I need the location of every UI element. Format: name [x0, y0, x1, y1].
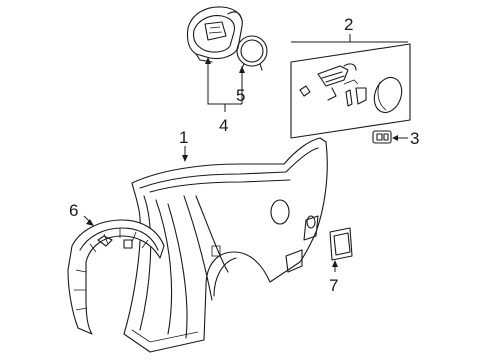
callout-1-leader — [182, 146, 188, 162]
fuel-door-lid-icon — [373, 76, 403, 114]
callout-7-label: 7 — [329, 276, 338, 295]
nameplate-icon — [329, 227, 353, 261]
fuel-door-hinge-icon — [299, 63, 367, 107]
callout-6-leader — [83, 215, 94, 226]
fuel-door-box — [290, 34, 411, 139]
callout-4-label: 4 — [219, 116, 228, 135]
callout-3-leader — [392, 135, 408, 141]
filler-housing-icon — [186, 6, 243, 63]
callout-2-label: 2 — [344, 15, 353, 34]
callout-5-label: 5 — [236, 86, 245, 105]
clip-icon — [372, 130, 392, 144]
quarter-panel-icon — [123, 137, 328, 353]
callout-6-label: 6 — [69, 201, 78, 220]
callout-1-label: 1 — [179, 128, 188, 147]
seal-ring-icon — [236, 35, 268, 71]
callout-7-leader — [332, 260, 338, 272]
callout-5-leader — [239, 66, 245, 84]
callout-3-label: 3 — [410, 129, 419, 148]
wheel-liner-icon — [67, 219, 165, 335]
